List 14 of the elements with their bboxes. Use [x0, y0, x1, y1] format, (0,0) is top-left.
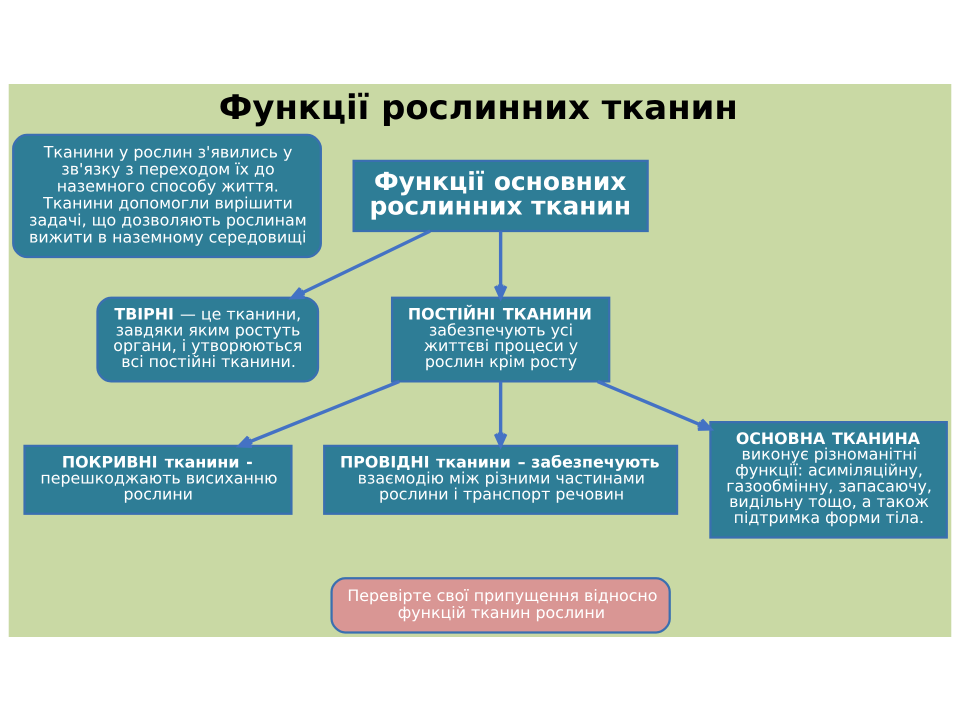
- arrow: [597, 379, 712, 430]
- node-box: Тканини у рослин з'явились у зв'язку з переходом їх до наземного способу життя. Тканини допомогли вирішити задачі, що дозволяють рослинам вижити в наземному середовищі: [12, 133, 322, 258]
- node-box: ПОСТІЙНІ ТКАНИНИ забезпечують усі життєві процеси у рослин крім росту: [390, 296, 610, 382]
- arrow: [494, 230, 508, 299]
- node-box: Перевірте свої припущення відносно функцій тканин рослини: [330, 576, 671, 634]
- node-box: ПОКРИВНІ тканини - перешкоджають висиханню рослини: [23, 444, 293, 514]
- arrow: [238, 379, 400, 448]
- diagram-title: Функції рослинних тканин: [218, 88, 738, 127]
- arrow: [290, 229, 431, 299]
- node-box: ОСНОВНА ТКАНИНА виконує різноманітні функції: асиміляційну, газообмінну, запасаючу, видільну тощо, а також підтримка форми тіла.: [709, 420, 948, 538]
- node-box: ТВІРНІ — це тканини, завдяки яким ростуть органи, і утворюються всі постійні тканини.: [96, 296, 320, 382]
- node-box: Функції основних рослинних тканин: [352, 159, 649, 232]
- arrow: [494, 381, 508, 447]
- node-box: ПРОВІДНІ тканини – забезпечують взаємодію між різними частинами рослини і транспорт речовин: [323, 444, 678, 514]
